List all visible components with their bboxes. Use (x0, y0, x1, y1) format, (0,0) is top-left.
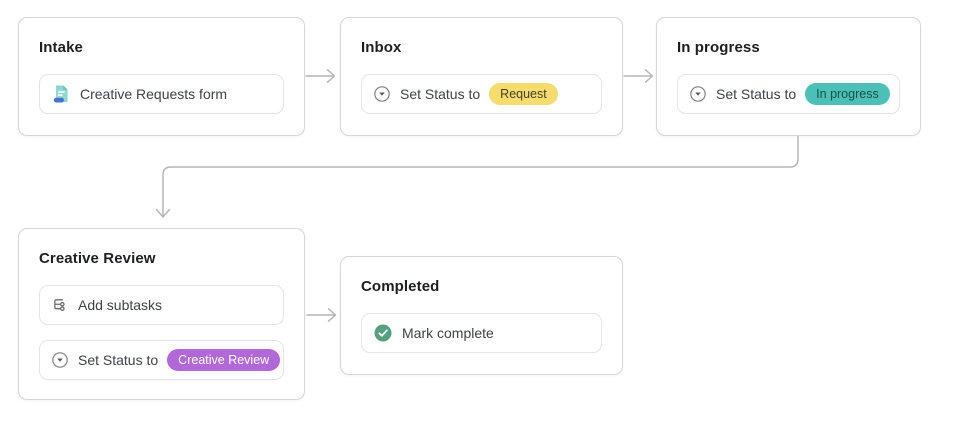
action-label: Set Status to (716, 86, 797, 102)
form-icon (51, 84, 71, 104)
arrow-right-icon (623, 69, 654, 83)
status-pill-in-progress: In progress (805, 83, 890, 105)
elbow-connector-icon (155, 136, 799, 218)
status-caret-icon (689, 85, 707, 103)
status-pill-request: Request (489, 83, 558, 105)
card-title-creative-review: Creative Review (39, 250, 156, 267)
action-mark-complete[interactable]: Mark complete (361, 313, 602, 353)
action-label: Mark complete (402, 325, 494, 341)
action-label: Set Status to (400, 86, 481, 102)
action-set-status-in-progress[interactable]: Set Status to In progress (677, 74, 900, 114)
arrow-right-icon (305, 69, 336, 83)
action-set-status-creative-review[interactable]: Set Status to Creative Review (39, 340, 284, 380)
action-add-subtasks[interactable]: Add subtasks (39, 285, 284, 325)
card-title-completed: Completed (361, 278, 440, 295)
subtask-icon (51, 296, 69, 314)
action-label: Set Status to (78, 352, 159, 368)
action-label: Add subtasks (78, 297, 163, 313)
card-title-inbox: Inbox (361, 39, 402, 56)
status-pill-creative-review: Creative Review (167, 349, 281, 371)
check-circle-icon (373, 323, 393, 343)
workflow-card-in-progress: In progress Set Status to In progress (656, 17, 921, 136)
workflow-card-completed: Completed Mark complete (340, 256, 623, 375)
card-title-in-progress: In progress (677, 39, 760, 56)
status-caret-icon (51, 351, 69, 369)
workflow-card-creative-review: Creative Review Add subtasks Set Status … (18, 228, 305, 400)
action-creative-requests-form[interactable]: Creative Requests form (39, 74, 284, 114)
arrow-right-icon (306, 308, 337, 322)
status-caret-icon (373, 85, 391, 103)
workflow-card-inbox: Inbox Set Status to Request (340, 17, 623, 136)
card-title-intake: Intake (39, 39, 83, 56)
action-label: Creative Requests form (80, 86, 228, 102)
action-set-status-request[interactable]: Set Status to Request (361, 74, 602, 114)
workflow-card-intake: Intake Creative Requests form (18, 17, 305, 136)
